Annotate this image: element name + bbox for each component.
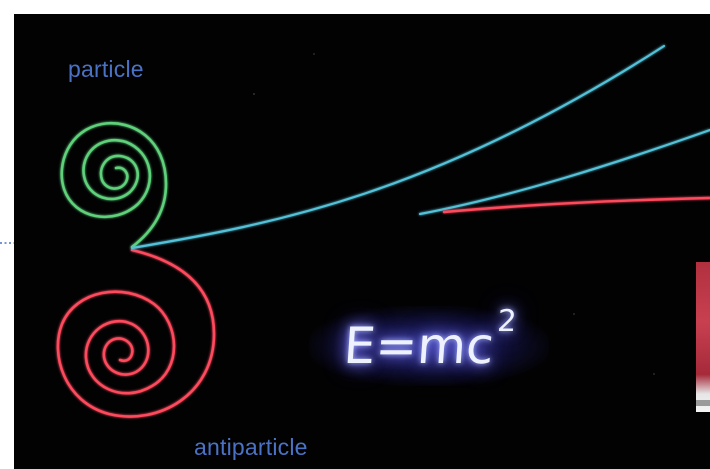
particle-tracks <box>56 44 710 418</box>
particle-label: particle <box>68 56 144 82</box>
bubble-chamber-photo: particle antiparticle E=mc2 <box>14 14 710 469</box>
inset-photo-edge <box>696 262 710 412</box>
particle-spiral-track <box>60 121 168 249</box>
antiparticle-label: antiparticle <box>194 434 308 460</box>
equation-base: E=mc <box>341 317 496 375</box>
outgoing-track-2 <box>418 128 710 216</box>
antiparticle-spiral-track <box>56 248 216 418</box>
outgoing-track-3 <box>442 196 710 214</box>
inset-caption <box>696 400 710 406</box>
equation-text: E=mc2 <box>342 304 518 375</box>
equation-exponent: 2 <box>495 304 518 340</box>
mass-energy-equation: E=mc2 <box>309 304 549 386</box>
outgoing-track-1 <box>130 44 666 250</box>
